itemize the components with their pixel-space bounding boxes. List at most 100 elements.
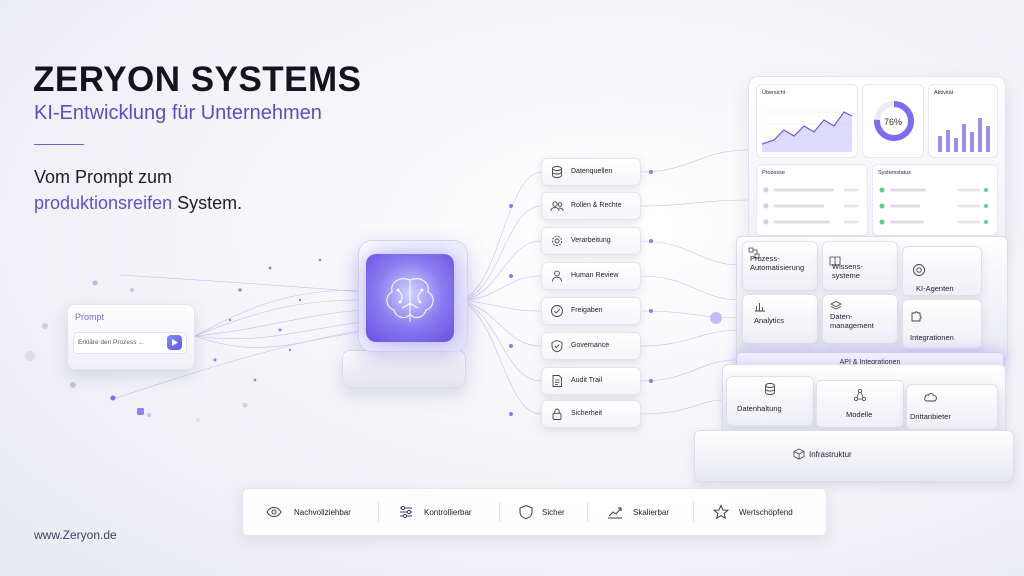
network-icon: [853, 388, 866, 401]
trend-icon: [608, 507, 622, 519]
gear-icon: [551, 235, 563, 247]
ai-core: [366, 254, 454, 342]
tile-ki-agenten[interactable]: KI-Agenten: [902, 246, 982, 296]
puzzle-icon: [911, 311, 922, 322]
feature-divider: [587, 502, 588, 522]
tile-datenhaltung[interactable]: Datenhaltung: [726, 376, 814, 426]
star-icon: [713, 504, 729, 520]
activity-title: Aktivität: [934, 90, 954, 96]
cube-icon: [793, 448, 805, 460]
book-icon: [829, 256, 841, 267]
feature-label: Kontrollierbar: [424, 508, 472, 517]
check-circle-icon: [551, 305, 563, 317]
tile-integrationen[interactable]: Integrationen: [902, 299, 982, 349]
prompt-card: Prompt Erkläre den Prozess ...: [67, 304, 195, 370]
tile-label: Modelle: [846, 410, 873, 419]
users-icon: [550, 201, 564, 212]
feature-label: Wertschöpfend: [739, 508, 793, 517]
module-freigaben[interactable]: Freigaben: [541, 297, 641, 325]
send-icon: [172, 339, 178, 346]
gauge-panel: 76%: [862, 84, 924, 158]
processes-panel: Prozesse: [756, 164, 868, 236]
module-datenquellen[interactable]: Datenquellen: [541, 158, 641, 186]
tile-wissenssysteme[interactable]: Wissens- systeme: [822, 241, 898, 291]
subtitle: KI-Entwicklung für Unternehmen: [34, 102, 322, 124]
module-label: Freigaben: [571, 307, 603, 314]
module-sicherheit[interactable]: Sicherheit: [541, 400, 641, 428]
tile-label: Drittanbieter: [910, 412, 951, 421]
prompt-title: Prompt: [75, 312, 105, 322]
feature-divider: [499, 502, 500, 522]
cloud-icon: [924, 393, 937, 402]
module-label: Verarbeitung: [571, 237, 611, 244]
agent-icon: [913, 264, 925, 276]
brand-title: ZERYON SYSTEMS: [33, 60, 362, 99]
status-list: [879, 187, 988, 225]
feature-label: Skalierbar: [633, 508, 670, 517]
dashboard-panel: Übersicht 76% Aktivität Prozesse: [748, 76, 1006, 244]
module-governance[interactable]: Governance: [541, 332, 641, 360]
module-label: Sicherheit: [571, 410, 603, 417]
activity-bar-chart: [938, 118, 990, 152]
tile-analytics[interactable]: Analytics: [742, 294, 818, 344]
shield-check-icon: [551, 340, 563, 353]
cube-base: [342, 350, 466, 388]
system-status-panel: Systemstatus: [872, 164, 998, 236]
person-icon: [552, 270, 562, 282]
module-label: Audit Trail: [571, 377, 603, 384]
feature-label: Nachvollziehbar: [294, 508, 351, 517]
tagline-accent: produktionsreifen: [34, 193, 173, 213]
module-label: Human Review: [571, 272, 619, 279]
bar-chart-icon: [755, 303, 765, 312]
tile-modelle[interactable]: Modelle: [816, 380, 904, 428]
website-link[interactable]: www.Zeryon.de: [34, 528, 117, 542]
module-label: Rollen & Rechte: [571, 202, 622, 209]
tagline-line1: Vom Prompt zum: [34, 167, 173, 187]
tile-datenmanagement[interactable]: Daten- management: [822, 294, 898, 344]
database-icon: [552, 166, 562, 178]
divider: [34, 144, 84, 145]
gauge-value: 76%: [884, 117, 903, 127]
layers-icon: [830, 301, 842, 310]
module-rollen-rechte[interactable]: Rollen & Rechte: [541, 192, 641, 220]
eye-icon: [266, 506, 282, 518]
module-verarbeitung[interactable]: Verarbeitung: [541, 227, 641, 255]
overview-title: Übersicht: [762, 90, 786, 96]
workflow-icon: [748, 247, 760, 259]
tagline: Vom Prompt zum produktionsreifen System.: [34, 164, 242, 216]
tile-label: Daten- management: [830, 312, 874, 330]
brain-icon: [386, 278, 434, 322]
infrastructure-label: Infrastruktur: [809, 450, 852, 459]
module-human-review[interactable]: Human Review: [541, 262, 641, 290]
prompt-input[interactable]: Erkläre den Prozess ...: [73, 332, 187, 354]
activity-panel: Aktivität: [928, 84, 998, 158]
module-label: Datenquellen: [571, 168, 613, 175]
tile-label: Analytics: [754, 316, 785, 325]
overview-line-chart: [762, 111, 852, 152]
send-button[interactable]: [167, 335, 182, 350]
module-audit-trail[interactable]: Audit Trail: [541, 367, 641, 395]
module-label: Governance: [571, 342, 610, 349]
gauge-ring: [874, 101, 914, 141]
tile-prozess-automatisierung[interactable]: Prozess- Automatisierung: [742, 241, 818, 291]
shield-icon: [519, 504, 533, 520]
features-bar: Nachvollziehbar Kontrollierbar Sicher Sk…: [242, 488, 827, 536]
tagline-rest: System.: [172, 193, 243, 213]
feature-divider: [693, 502, 694, 522]
tile-label: Datenhaltung: [737, 404, 782, 413]
feature-label: Sicher: [542, 508, 565, 517]
processes-title: Prozesse: [762, 170, 785, 176]
tile-drittanbieter[interactable]: Drittanbieter: [906, 384, 998, 430]
document-icon: [552, 375, 562, 387]
tile-label: KI-Agenten: [916, 284, 954, 293]
feature-divider: [378, 502, 379, 522]
processes-list: [763, 187, 858, 225]
tile-label: Integrationen: [910, 333, 954, 342]
tile-label: Prozess- Automatisierung: [750, 254, 805, 272]
sliders-icon: [400, 505, 412, 519]
lock-icon: [552, 408, 562, 420]
infrastructure-layer: Infrastruktur: [694, 430, 1014, 482]
overview-panel: Übersicht: [756, 84, 858, 158]
tile-label: Wissens- systeme: [832, 262, 863, 280]
